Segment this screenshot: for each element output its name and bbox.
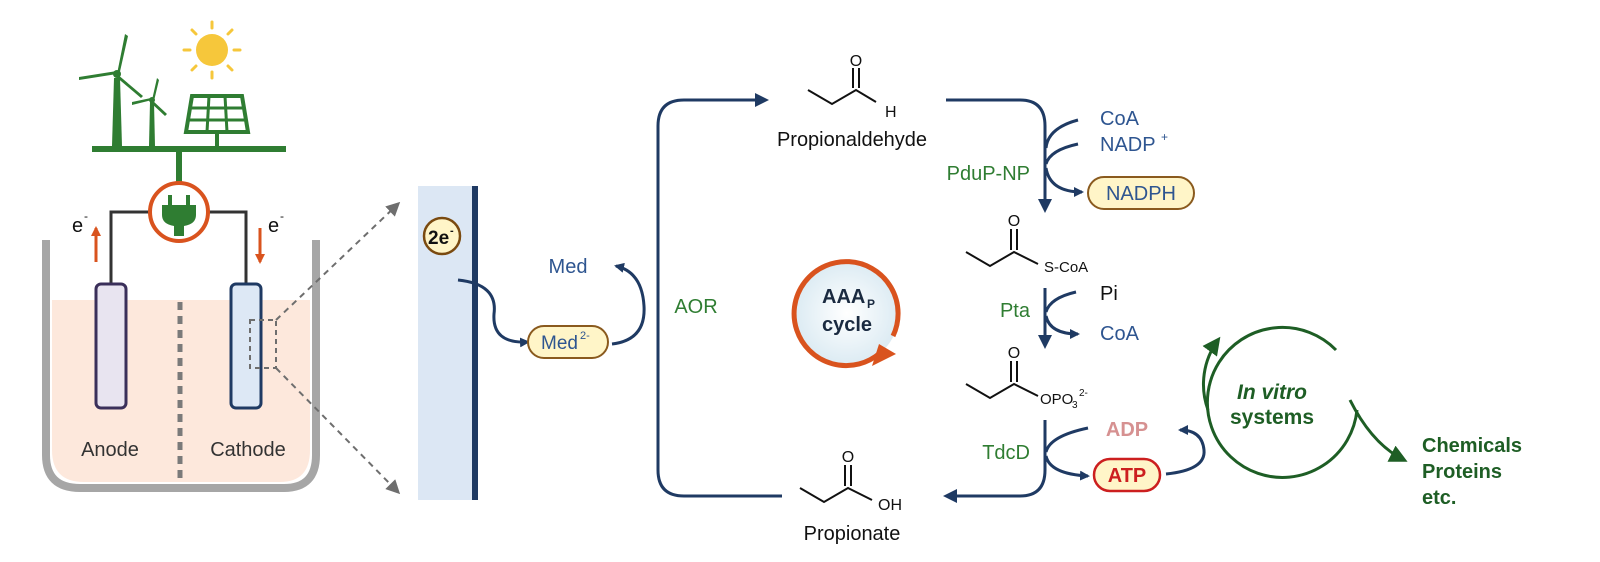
svg-text:O: O xyxy=(850,53,862,70)
svg-text:-: - xyxy=(450,225,454,237)
svg-text:etc.: etc. xyxy=(1422,487,1456,509)
svg-text:O: O xyxy=(842,449,854,466)
electron-badge: 2e - xyxy=(422,216,462,256)
svg-text:P: P xyxy=(867,297,875,311)
electron-label-right: e xyxy=(268,215,279,237)
svg-text:Chemicals: Chemicals xyxy=(1422,435,1522,457)
propionate-label: Propionate xyxy=(804,523,901,545)
propionate-structure xyxy=(799,465,873,504)
sun-icon xyxy=(182,20,242,80)
solar-panel-icon xyxy=(183,94,251,146)
svg-text:O: O xyxy=(1008,345,1020,362)
coa-output-arrow xyxy=(1044,315,1080,339)
power-grid-line xyxy=(92,146,286,188)
plug-icon xyxy=(148,181,210,243)
zoom-arrows xyxy=(275,201,401,495)
electron-flow-right: e - xyxy=(255,209,284,264)
coa-out-label: CoA xyxy=(1100,323,1140,345)
external-circuit xyxy=(109,210,248,284)
pta-enzyme-label: Pta xyxy=(1000,300,1031,322)
pi-label: Pi xyxy=(1100,283,1118,305)
svg-text:2-: 2- xyxy=(580,330,590,342)
pdup-enzyme-label: PduP-NP xyxy=(947,163,1030,185)
svg-text:+: + xyxy=(1161,130,1168,144)
mediator-oxidation-arrow xyxy=(611,262,646,346)
med-label: Med xyxy=(549,256,588,278)
med-reduced-badge: Med 2- xyxy=(527,325,609,359)
atp-output-arrow xyxy=(1044,455,1090,481)
propionyl-coa-structure xyxy=(965,229,1039,268)
anode-electrode xyxy=(94,282,128,410)
coa-input-arrow xyxy=(1044,118,1079,149)
svg-text:O: O xyxy=(1008,213,1020,230)
wind-turbine-icon xyxy=(79,34,167,146)
cathode-label: Cathode xyxy=(210,439,286,461)
pi-input-arrow xyxy=(1044,290,1077,313)
adp-label: ADP xyxy=(1106,419,1148,441)
propionaldehyde-structure xyxy=(807,68,877,106)
propionaldehyde-label: Propionaldehyde xyxy=(777,129,927,151)
coa-in-label: CoA xyxy=(1100,108,1140,130)
nadp-label: NADP xyxy=(1100,134,1156,156)
svg-text:3: 3 xyxy=(1072,400,1078,411)
cathode-electrode xyxy=(229,282,263,410)
tdcd-enzyme-label: TdcD xyxy=(982,442,1030,464)
invitro-cycle: In vitro systems xyxy=(1201,325,1408,479)
zoom-box xyxy=(249,319,277,369)
svg-text:cycle: cycle xyxy=(822,314,872,336)
svg-text:Med: Med xyxy=(541,333,578,354)
svg-text:-: - xyxy=(280,209,284,223)
svg-text:NADPH: NADPH xyxy=(1106,183,1176,205)
tdcd-main-arrow xyxy=(943,420,1047,503)
nadph-output-arrow xyxy=(1044,167,1084,197)
svg-text:-: - xyxy=(84,209,88,223)
outputs-label: Chemicals Proteins etc. xyxy=(1422,435,1522,509)
svg-text:ATP: ATP xyxy=(1108,465,1147,487)
aor-pathway-arrow xyxy=(656,93,782,498)
svg-text:Proteins: Proteins xyxy=(1422,461,1502,483)
atp-regeneration-arrow xyxy=(1165,425,1206,476)
nadph-badge: NADPH xyxy=(1087,176,1195,210)
svg-text:AAA: AAA xyxy=(822,286,865,308)
anode-label: Anode xyxy=(81,439,139,461)
svg-text:systems: systems xyxy=(1230,406,1314,429)
aor-enzyme-label: AOR xyxy=(674,296,717,318)
svg-text:H: H xyxy=(885,104,897,121)
svg-text:2e: 2e xyxy=(428,228,449,249)
electron-flow-left: e - xyxy=(72,209,101,262)
svg-text:S-CoA: S-CoA xyxy=(1044,259,1088,276)
aaap-cycle: AAA P cycle xyxy=(791,259,901,369)
svg-text:OPO: OPO xyxy=(1040,391,1073,408)
svg-text:2-: 2- xyxy=(1079,388,1088,399)
adp-input-arrow xyxy=(1044,426,1089,453)
svg-text:OH: OH xyxy=(878,497,902,514)
mediator-reduction-arrow xyxy=(457,278,530,348)
propionyl-phosphate-structure xyxy=(965,361,1039,400)
electron-label-left: e xyxy=(72,215,83,237)
atp-badge: ATP xyxy=(1092,457,1162,493)
svg-text:In vitro: In vitro xyxy=(1237,381,1307,404)
nadp-input-arrow xyxy=(1044,142,1079,165)
pdup-main-arrow xyxy=(946,98,1052,213)
